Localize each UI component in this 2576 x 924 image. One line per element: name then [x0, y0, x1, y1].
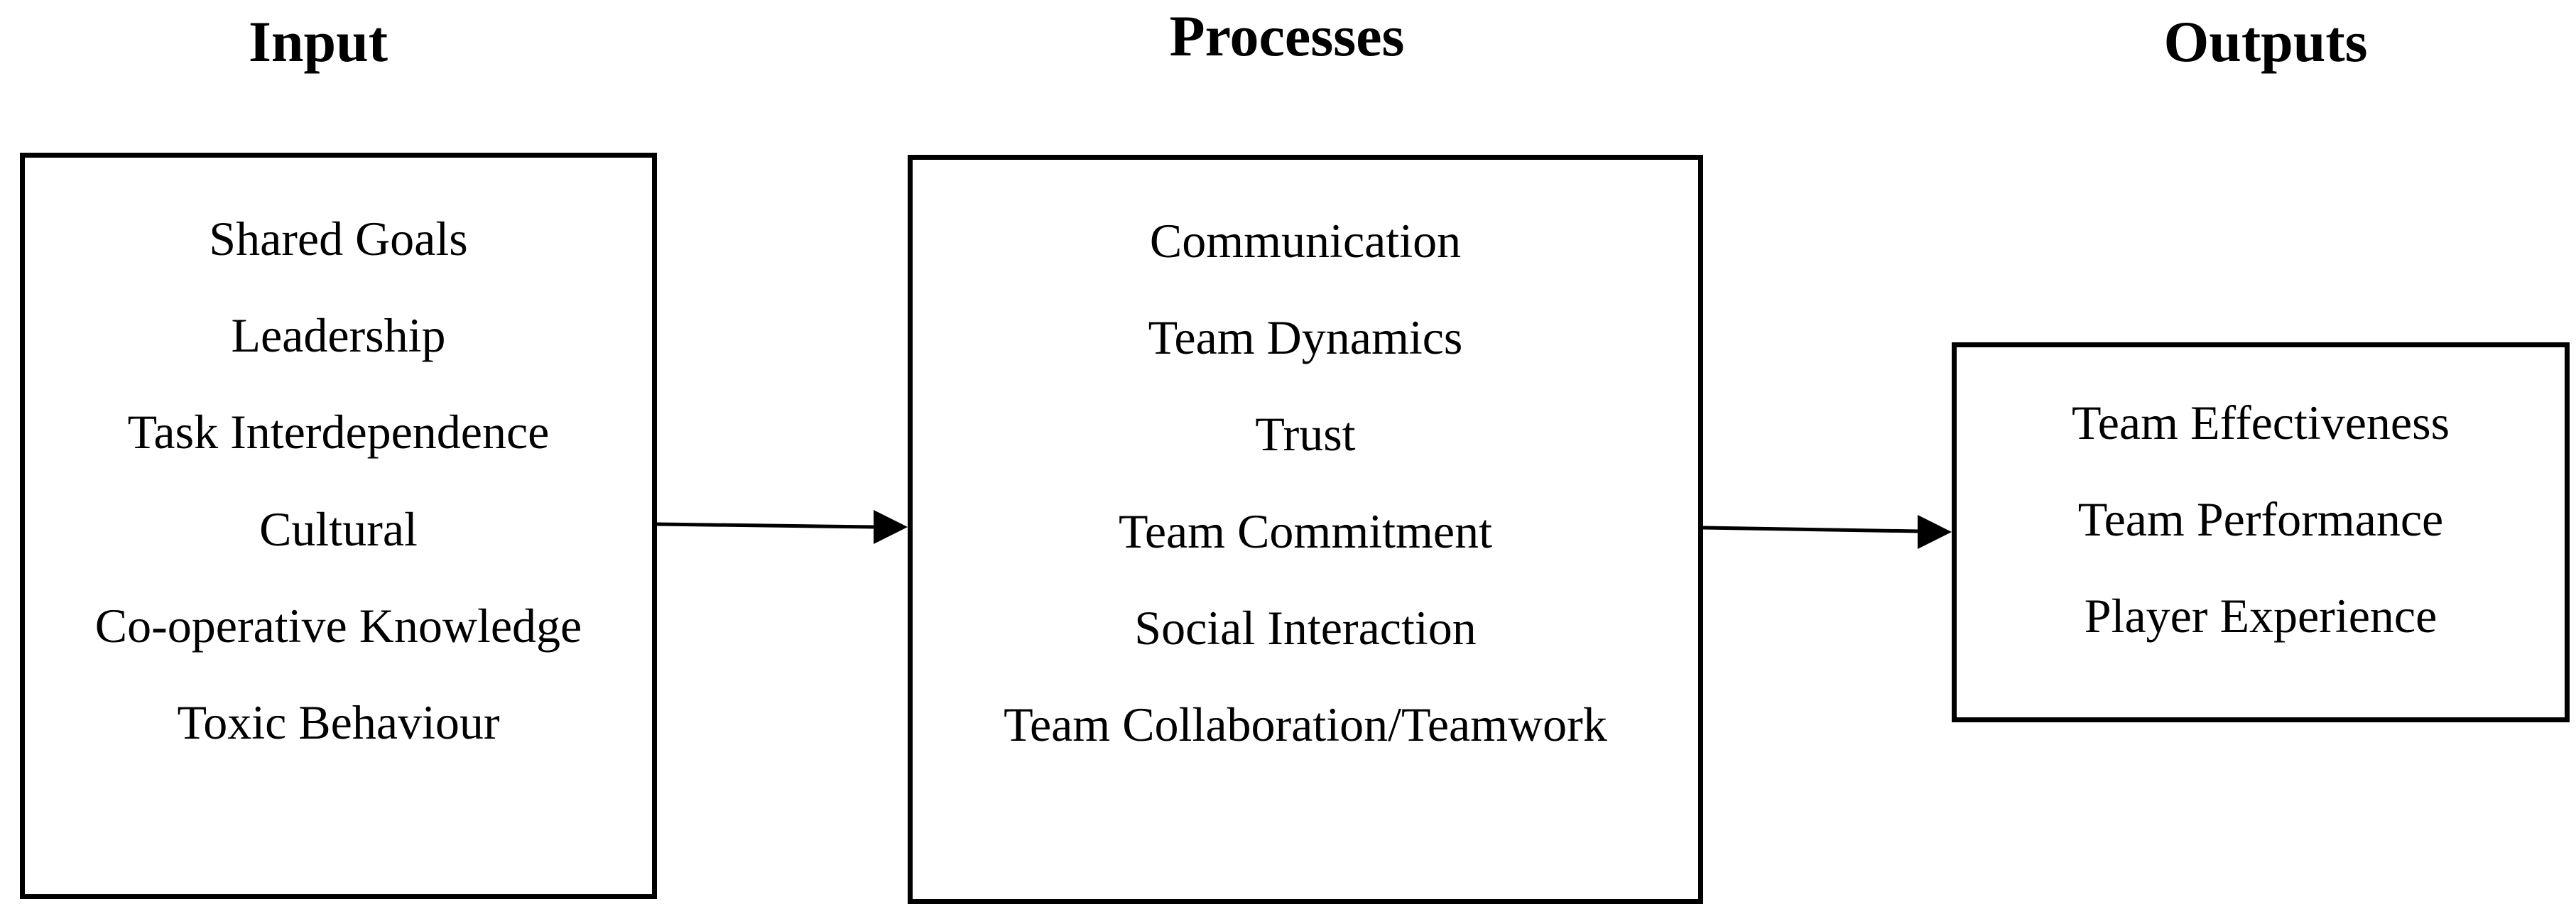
- input-to-processes-arrow-line: [656, 522, 876, 529]
- input-item: Toxic Behaviour: [177, 695, 500, 749]
- input-item: Task Interdependence: [127, 405, 550, 459]
- processes-heading: Processes: [1169, 4, 1405, 68]
- outputs-box: Team Effectiveness Team Performance Play…: [1952, 342, 2570, 722]
- input-item: Co-operative Knowledge: [94, 599, 582, 653]
- input-item: Shared Goals: [209, 212, 468, 266]
- output-item: Team Effectiveness: [2071, 396, 2450, 450]
- output-item: Team Performance: [2077, 492, 2444, 546]
- output-item: Player Experience: [2084, 589, 2438, 643]
- process-item: Team Collaboration/Teamwork: [1004, 697, 1607, 751]
- input-item: Leadership: [231, 308, 446, 362]
- process-item: Team Commitment: [1119, 504, 1492, 558]
- process-item: Social Interaction: [1134, 601, 1477, 655]
- input-item: Cultural: [259, 502, 418, 556]
- process-item: Team Dynamics: [1148, 310, 1463, 364]
- process-item: Communication: [1149, 214, 1462, 268]
- input-to-processes-arrowhead: [874, 510, 908, 544]
- processes-to-outputs-arrow-line: [1702, 526, 1920, 533]
- process-item: Trust: [1255, 407, 1356, 461]
- outputs-heading: Outputs: [2163, 9, 2368, 74]
- input-heading: Input: [248, 9, 388, 74]
- processes-box: Communication Team Dynamics Trust Team C…: [908, 155, 1703, 904]
- processes-to-outputs-arrowhead: [1918, 515, 1952, 549]
- input-box: Shared Goals Leadership Task Interdepend…: [20, 153, 657, 899]
